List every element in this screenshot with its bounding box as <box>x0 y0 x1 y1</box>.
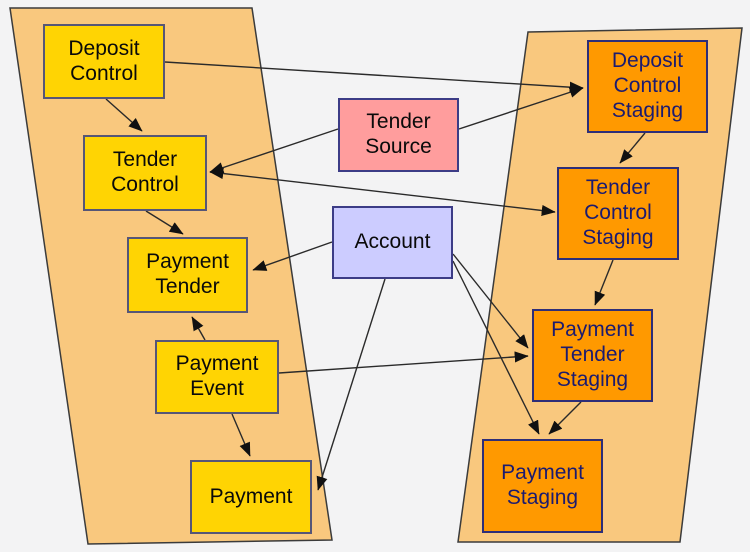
edge-account-to-payment-tender <box>252 241 333 271</box>
node-tender-control-staging: Tender Control Staging <box>557 167 679 260</box>
edge-payment-event-to-payment <box>231 413 251 457</box>
edge-deposit-control-to-tender-control <box>105 98 143 132</box>
node-payment: Payment <box>190 460 312 534</box>
edge-tender-source-to-deposit-control-staging <box>458 86 584 130</box>
node-tender-control: Tender Control <box>83 135 207 211</box>
edge-account-to-payment <box>316 278 386 491</box>
edge-account-to-payment-staging <box>452 260 540 435</box>
edge-deposit-control-to-deposit-control-staging <box>164 61 584 93</box>
node-payment-tender-staging: Payment Tender Staging <box>532 309 653 402</box>
node-payment-tender: Payment Tender <box>127 237 248 313</box>
node-tender-source: Tender Source <box>338 98 459 172</box>
node-deposit-control: Deposit Control <box>43 24 165 99</box>
node-account: Account <box>332 206 453 279</box>
edge-tender-control-staging-to-payment-tender-staging <box>594 259 614 306</box>
edge-payment-event-to-payment-tender-staging <box>278 351 529 374</box>
edge-payment-tender-staging-to-payment-staging <box>548 401 582 435</box>
node-payment-staging: Payment Staging <box>482 439 603 533</box>
edge-tender-source-to-tender-control <box>209 128 339 174</box>
edge-tender-control-to-payment-tender <box>145 210 184 235</box>
edge-account-to-payment-tender-staging <box>452 253 529 349</box>
edge-deposit-control-staging-to-tender-control-staging <box>619 132 646 164</box>
node-payment-event: Payment Event <box>155 340 279 414</box>
node-deposit-control-staging: Deposit Control Staging <box>587 40 708 133</box>
edge-tender-control-to-tender-control-staging-bidirectional <box>209 167 556 217</box>
edge-payment-event-to-payment-tender <box>191 316 206 341</box>
